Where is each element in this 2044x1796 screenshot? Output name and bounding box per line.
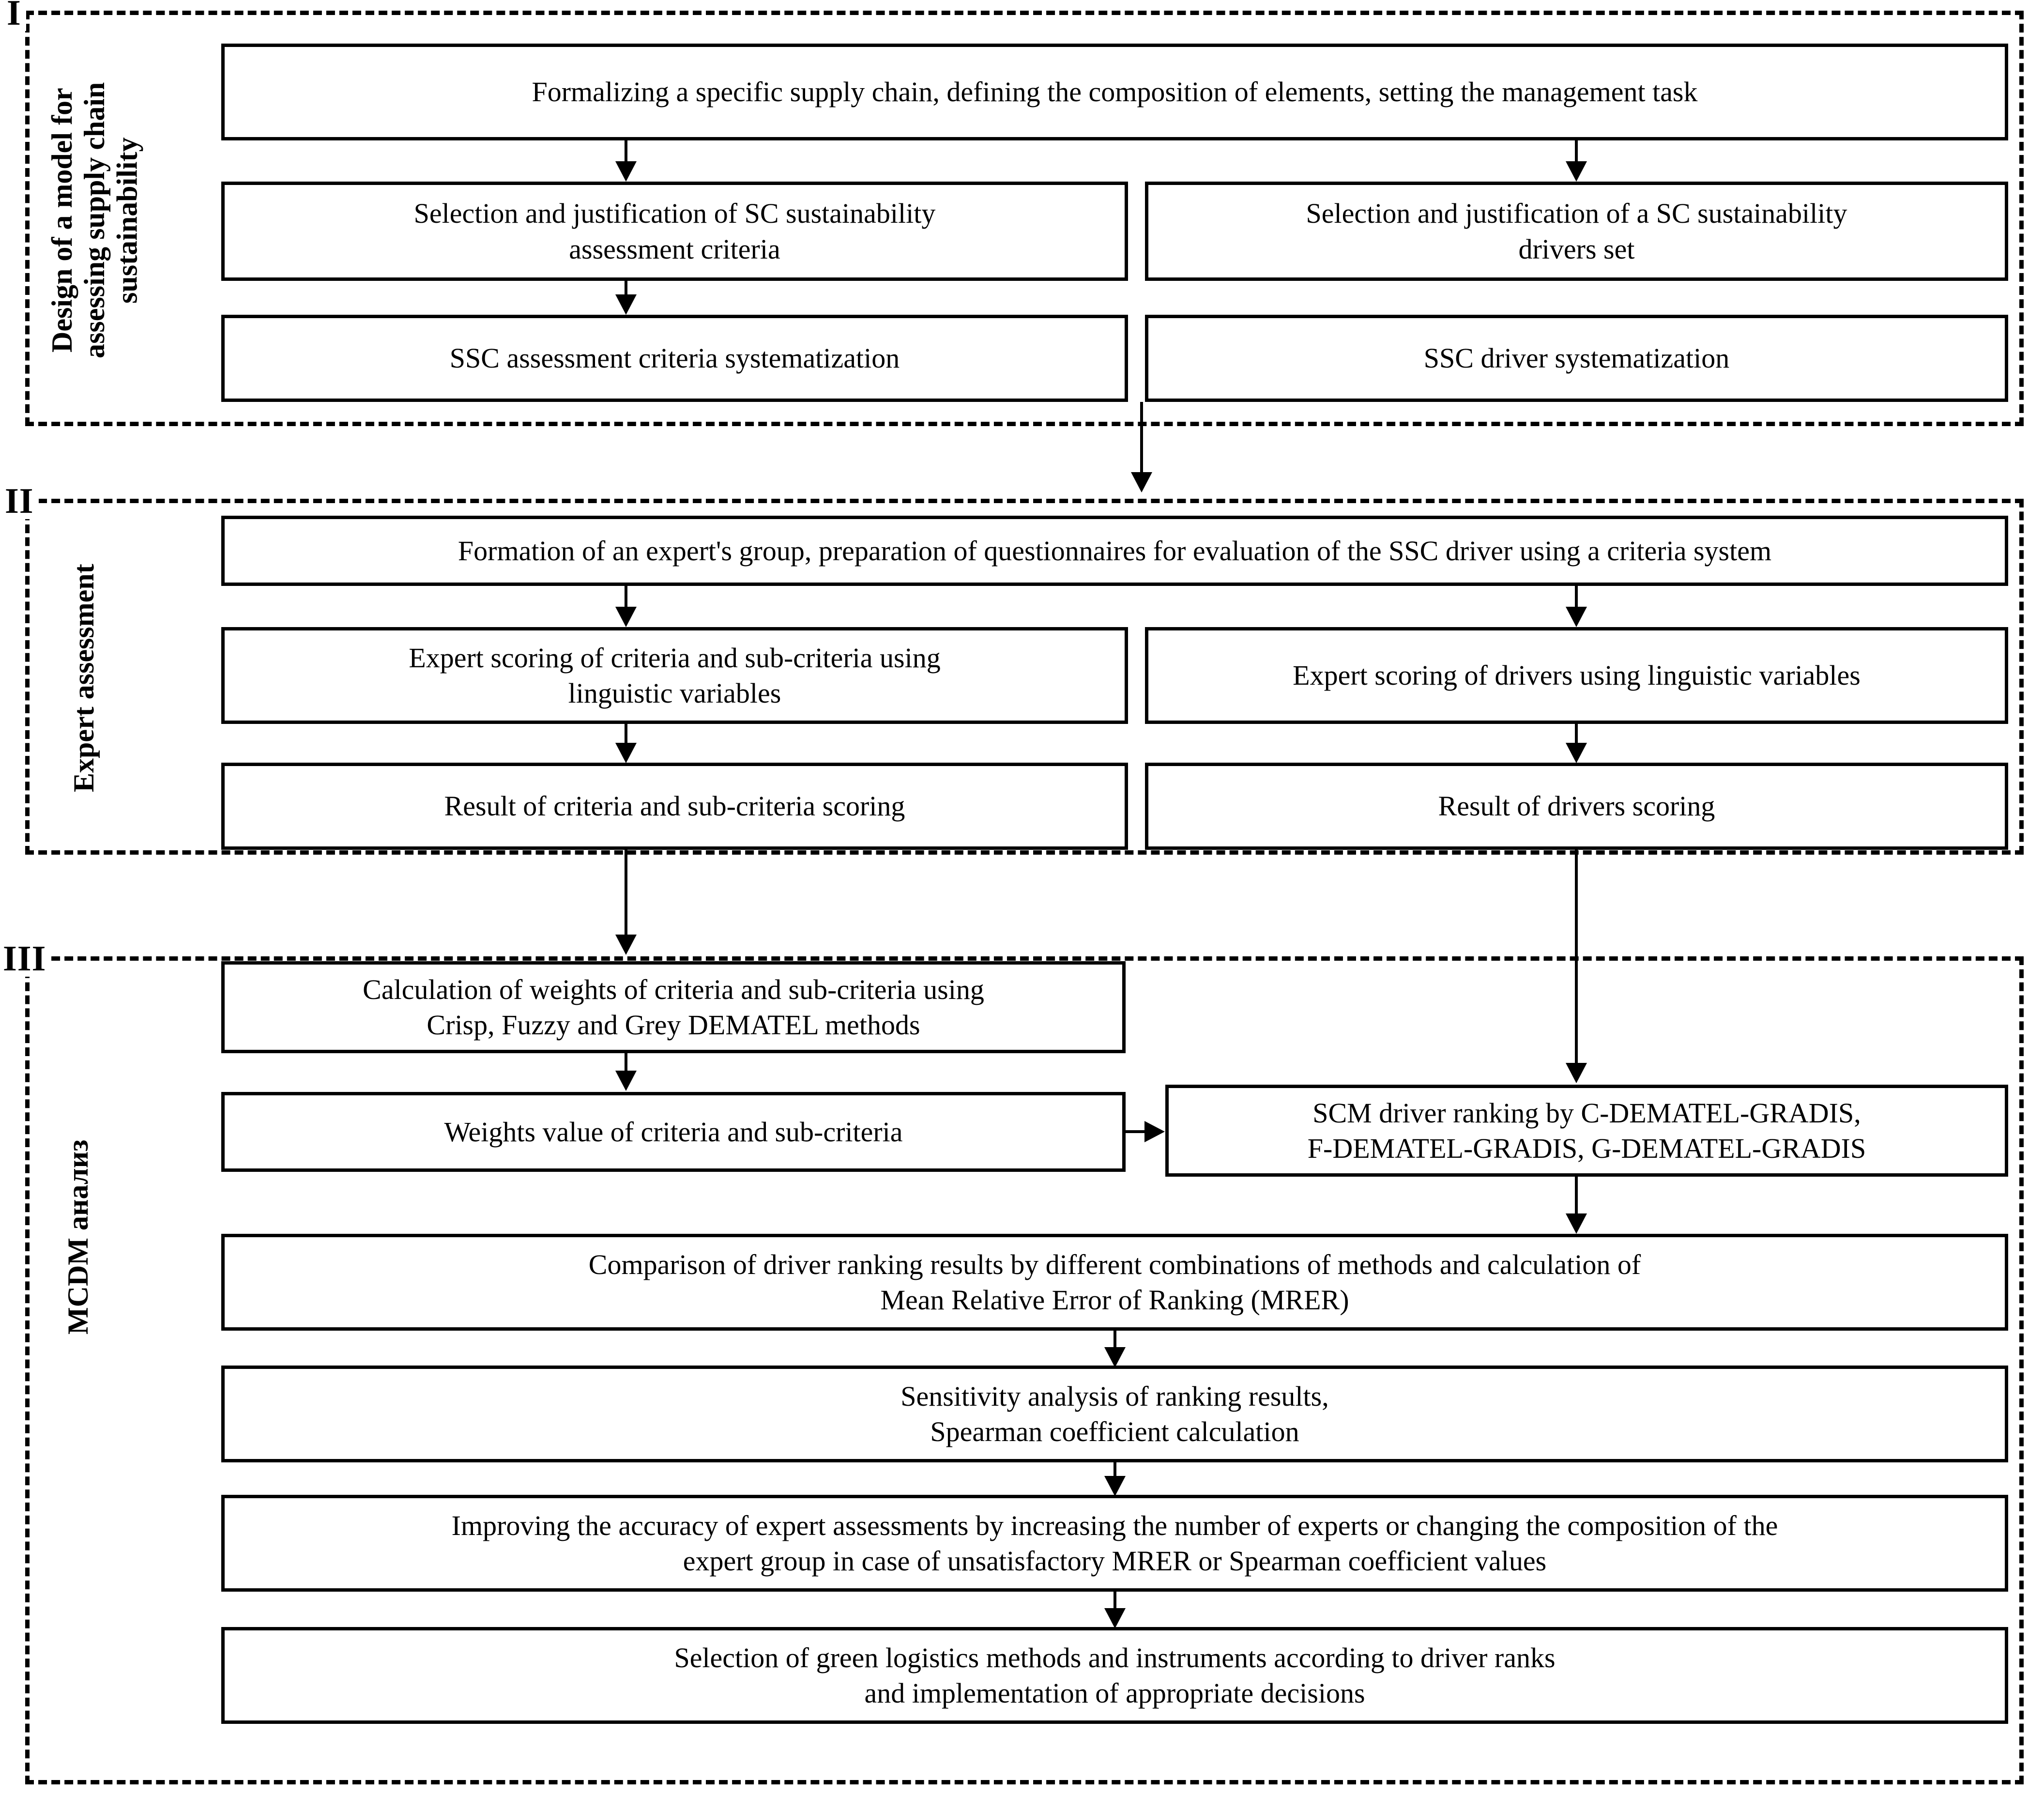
connector-s3-n3-to-n4 — [1575, 1177, 1578, 1214]
arrowhead-stage1-to-stage2 — [1131, 472, 1152, 492]
process-node-result-criteria-scoring[interactable]: Result of criteria and sub-criteria scor… — [221, 763, 1128, 850]
arrowhead-s2-n2-to-n4 — [615, 743, 637, 763]
process-node-select-criteria[interactable]: Selection and justification of SC sustai… — [221, 182, 1128, 281]
process-node-result-drivers-scoring[interactable]: Result of drivers scoring — [1145, 763, 2008, 850]
process-node-green-logistics-selection[interactable]: Selection of green logistics methods and… — [221, 1627, 2008, 1724]
process-node-expert-group-formation[interactable]: Formation of an expert's group, preparat… — [221, 516, 2008, 586]
stage-2-numeral: II — [2, 483, 39, 519]
connector-s1-n1-to-n3 — [1575, 140, 1578, 162]
connector-s2-n2-to-n4 — [625, 724, 627, 744]
process-node-calculate-weights-dematel[interactable]: Calculation of weights of criteria and s… — [221, 961, 1126, 1053]
arrowhead-s3-n3-to-n4 — [1566, 1213, 1587, 1234]
arrowhead-s2-n1-to-n2 — [615, 607, 637, 627]
connector-stage2-to-stage3-left — [625, 850, 627, 937]
process-node-improve-accuracy[interactable]: Improving the accuracy of expert assessm… — [221, 1495, 2008, 1592]
process-node-formalize-supply-chain[interactable]: Formalizing a specific supply chain, def… — [221, 44, 2008, 140]
arrowhead-s3-n1-to-n2 — [615, 1071, 637, 1091]
process-node-comparison-mrer[interactable]: Comparison of driver ranking results by … — [221, 1234, 2008, 1331]
stage-3-numeral: III — [0, 941, 51, 977]
connector-s2-n3-to-n5 — [1575, 724, 1578, 744]
connector-s2-n1-to-n3 — [1575, 586, 1578, 608]
arrowhead-s1-n2-to-n4 — [615, 294, 637, 315]
connector-s1-n1-to-n2 — [625, 140, 627, 162]
connector-stage1-to-stage2 — [1140, 402, 1143, 475]
stage-3-container — [25, 956, 2024, 1784]
connector-s3-n1-to-n2 — [625, 1053, 627, 1072]
stage-1-container — [25, 11, 2024, 426]
process-node-expert-scoring-drivers[interactable]: Expert scoring of drivers using linguist… — [1145, 627, 2008, 724]
arrowhead-s1-n1-to-n3 — [1566, 161, 1587, 182]
process-node-weights-value[interactable]: Weights value of criteria and sub-criter… — [221, 1092, 1126, 1172]
connector-s2-n1-to-n2 — [625, 586, 627, 608]
process-node-sensitivity-spearman[interactable]: Sensitivity analysis of ranking results,… — [221, 1366, 2008, 1462]
arrowhead-s3-n4-to-n5 — [1104, 1347, 1126, 1367]
arrowhead-s3-n2-to-n3 — [1144, 1121, 1165, 1142]
arrowhead-stage2-to-stage3-left — [615, 935, 637, 955]
stage-1-numeral: I — [4, 0, 26, 31]
process-node-expert-scoring-criteria[interactable]: Expert scoring of criteria and sub-crite… — [221, 627, 1128, 724]
stage-2-container — [25, 499, 2024, 855]
process-node-driver-systematization[interactable]: SSC driver systematization — [1145, 315, 2008, 402]
connector-s3-n6-to-n7 — [1114, 1592, 1116, 1609]
arrowhead-s3-n6-to-n7 — [1104, 1608, 1126, 1628]
arrowhead-s3-n5-to-n6 — [1104, 1476, 1126, 1496]
connector-s3-n4-to-n5 — [1114, 1331, 1116, 1348]
process-node-select-drivers[interactable]: Selection and justification of a SC sust… — [1145, 182, 2008, 281]
arrowhead-stage2-to-stage3-right — [1566, 1063, 1587, 1083]
stage-1-caption: Design of a model for assessing supply c… — [46, 82, 143, 359]
stage-2-caption: Expert assessment — [68, 564, 100, 792]
connector-s3-n5-to-n6 — [1114, 1462, 1116, 1477]
arrowhead-s2-n3-to-n5 — [1566, 743, 1587, 763]
connector-s3-n2-to-n3 — [1126, 1130, 1146, 1133]
connector-s1-n2-to-n4 — [625, 281, 627, 295]
stage-3-caption: MCDM анализ — [62, 1139, 94, 1335]
process-node-criteria-systematization[interactable]: SSC assessment criteria systematization — [221, 315, 1128, 402]
process-node-scm-driver-ranking[interactable]: SCM driver ranking by C-DEMATEL-GRADIS, … — [1165, 1085, 2008, 1177]
arrowhead-s2-n1-to-n3 — [1566, 607, 1587, 627]
arrowhead-s1-n1-to-n2 — [615, 161, 637, 182]
